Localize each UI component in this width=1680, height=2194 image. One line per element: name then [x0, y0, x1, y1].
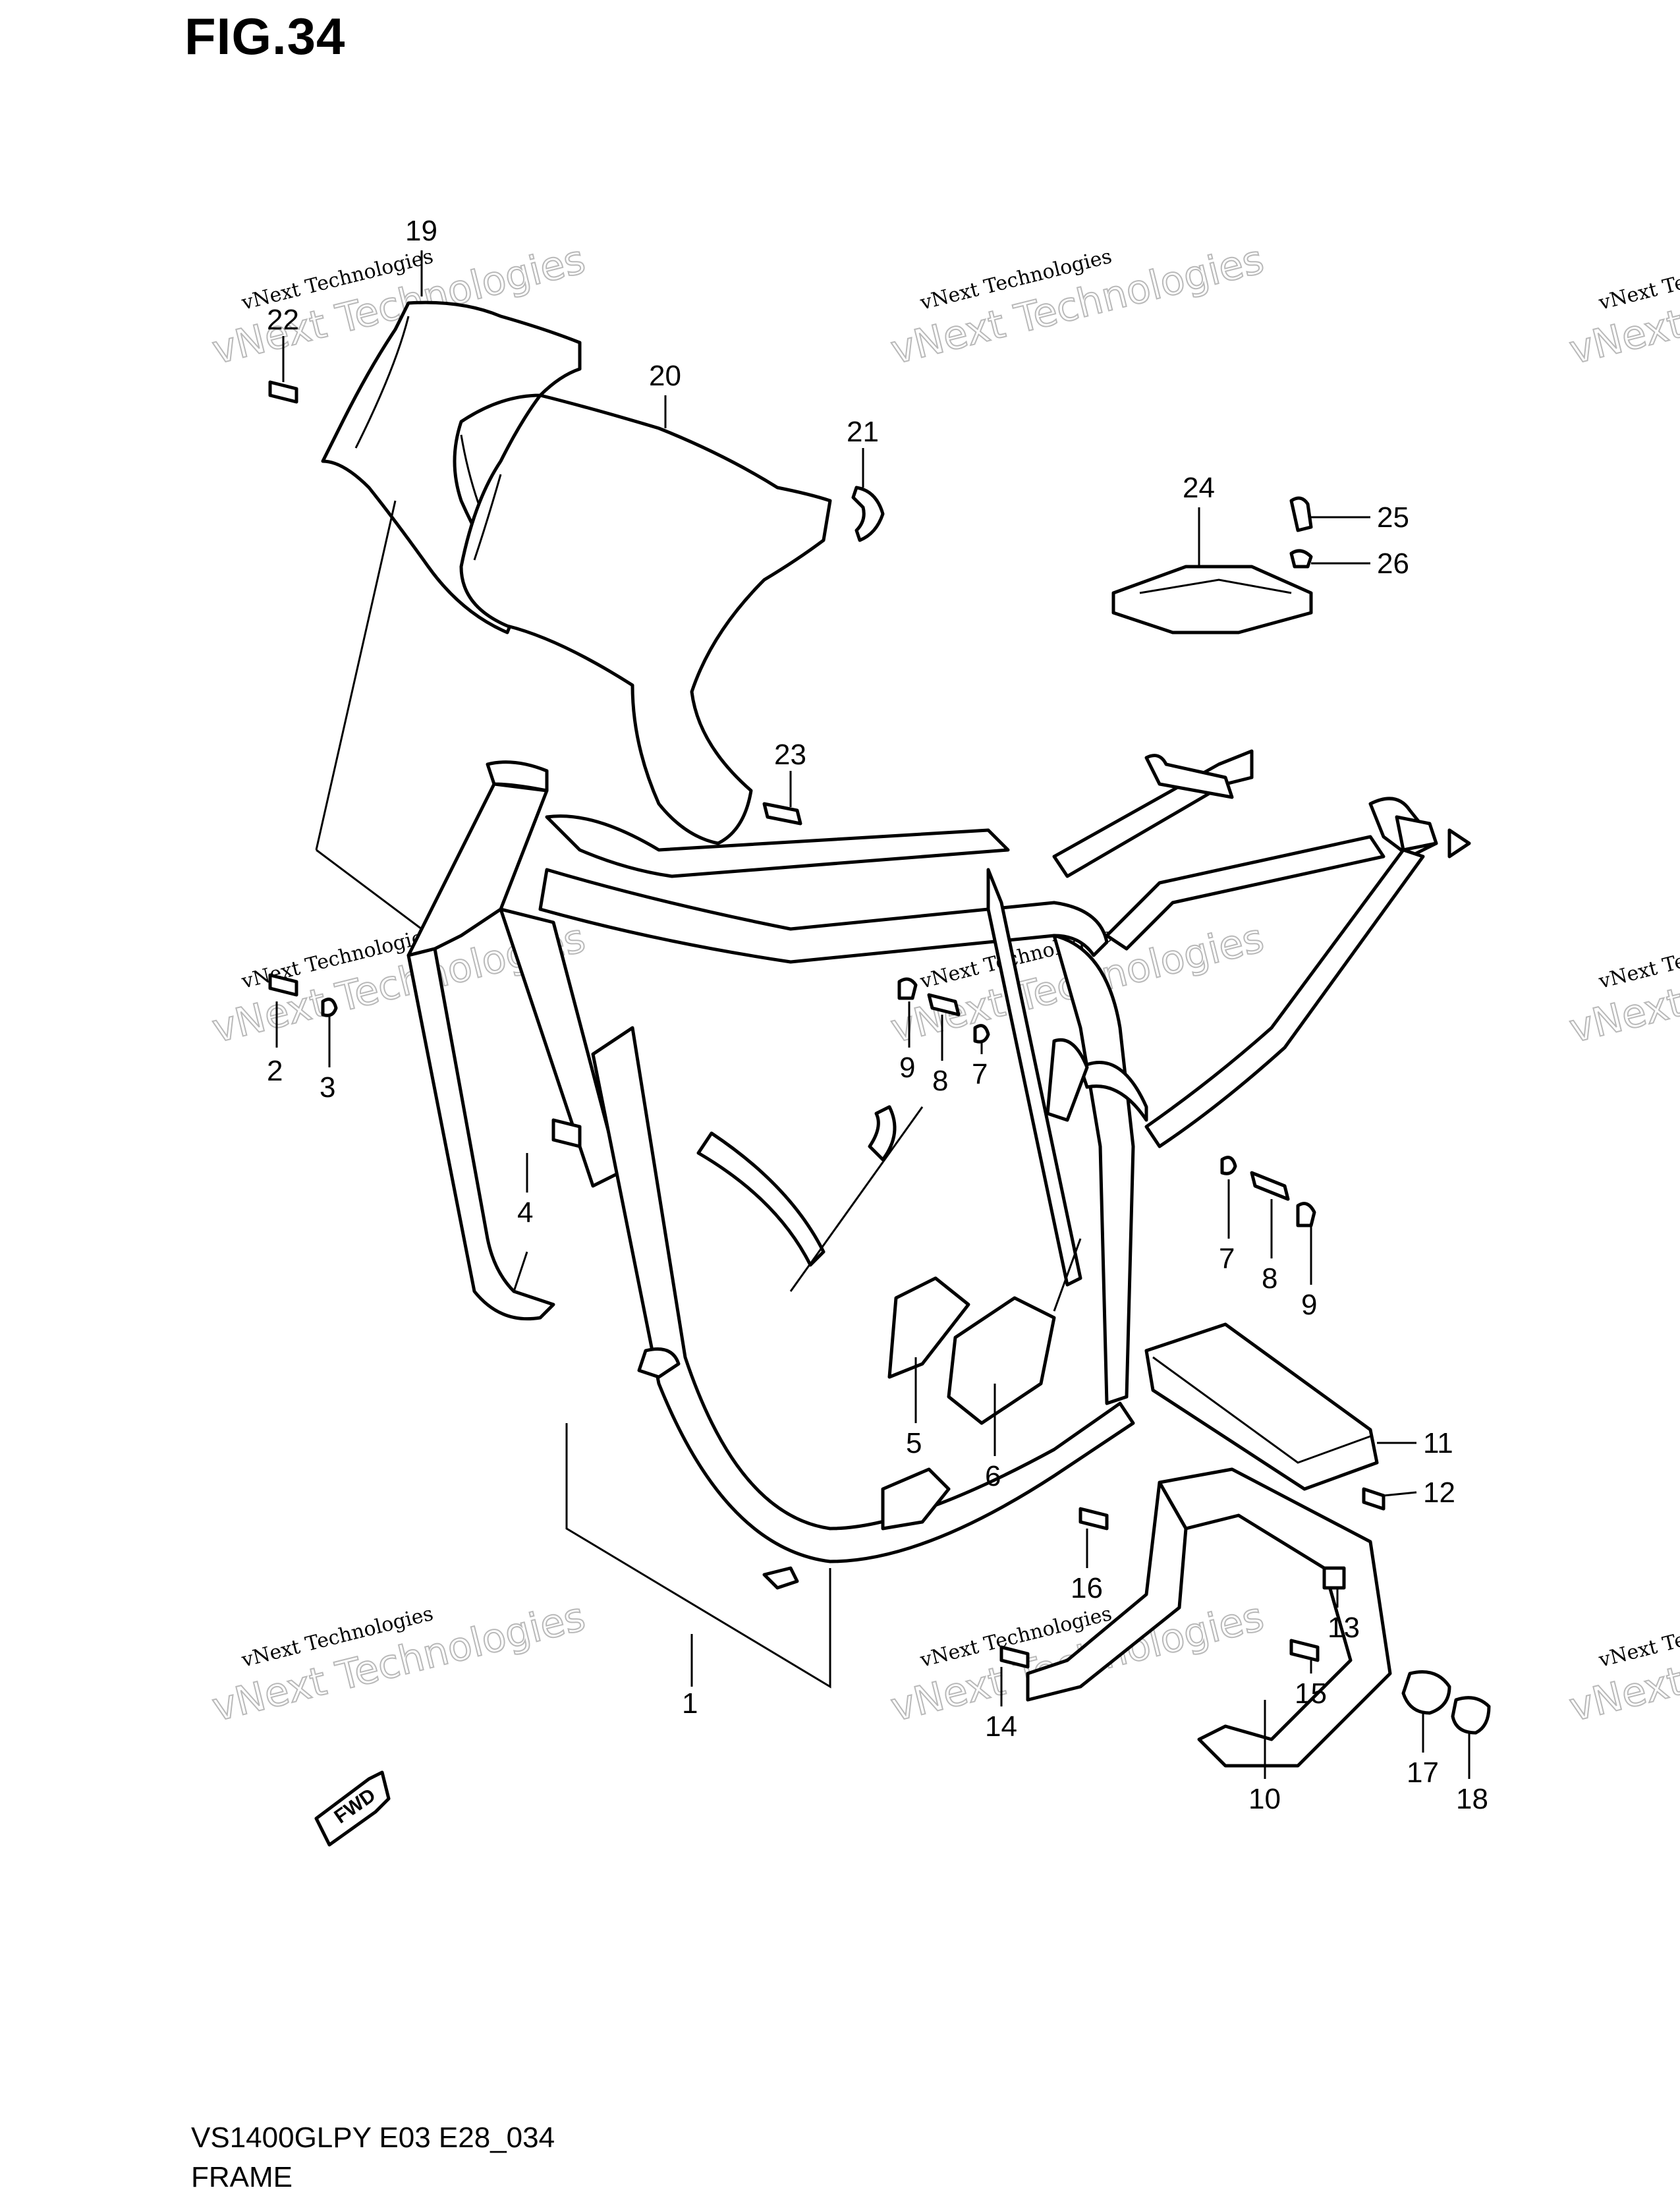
watermark-3: vNext Technologies vNext Technologies — [1564, 236, 1680, 374]
callout-25: 25 — [1377, 501, 1409, 534]
callout-21: 21 — [847, 416, 879, 448]
callout-7-left: 7 — [972, 1058, 988, 1090]
section-name: FRAME — [191, 2161, 293, 2193]
callout-20: 20 — [649, 360, 681, 392]
callout-labels: 1 2 3 4 5 6 7 8 9 7 8 9 10 11 12 13 14 1… — [267, 215, 1488, 1815]
callout-6: 6 — [985, 1460, 1001, 1492]
washer-part-7-left — [973, 1024, 990, 1044]
callout-16: 16 — [1071, 1572, 1103, 1604]
leader-lines — [275, 250, 1470, 1779]
bolt-part-8-right — [1250, 1171, 1290, 1201]
callout-8-left: 8 — [932, 1065, 948, 1097]
screw-part-22 — [268, 380, 298, 404]
callout-8-right: 8 — [1262, 1262, 1277, 1295]
box-part-11 — [1144, 1322, 1379, 1491]
callout-2: 2 — [267, 1055, 283, 1087]
watermark-7: vNext Technologies vNext Technologies — [207, 1593, 590, 1731]
washer-part-3 — [321, 998, 338, 1017]
callout-19: 19 — [405, 215, 437, 247]
callout-1: 1 — [682, 1687, 698, 1720]
callout-9-right: 9 — [1301, 1289, 1317, 1321]
callout-26: 26 — [1377, 548, 1409, 580]
callout-15: 15 — [1295, 1677, 1327, 1710]
callout-24: 24 — [1183, 472, 1215, 504]
callout-4: 4 — [517, 1196, 533, 1229]
callout-18: 18 — [1456, 1783, 1488, 1815]
watermark-2: vNext Technologies vNext Technologies — [885, 236, 1269, 374]
callout-3: 3 — [320, 1071, 335, 1104]
nut-part-9-right — [1296, 1202, 1316, 1227]
callout-14: 14 — [985, 1710, 1017, 1743]
callout-10: 10 — [1248, 1783, 1281, 1815]
fwd-arrow: FWD — [314, 1770, 391, 1847]
bolt-part-14 — [999, 1645, 1030, 1669]
nut-part-26 — [1289, 549, 1313, 569]
grommet-part-17 — [1401, 1670, 1451, 1715]
callout-5: 5 — [906, 1427, 922, 1459]
callout-12: 12 — [1423, 1477, 1455, 1509]
figure-title: FIG.34 — [184, 7, 346, 65]
nut-part-9-left — [897, 977, 918, 1000]
washer-part-7-right — [1220, 1156, 1237, 1175]
bolt-part-12 — [1362, 1487, 1386, 1511]
head-cover-inner-part-20 — [459, 393, 832, 845]
callout-11: 11 — [1423, 1427, 1453, 1459]
nut-part-13 — [1322, 1566, 1346, 1590]
bracket-part-10 — [1026, 1467, 1392, 1768]
model-code: VS1400GLPY E03 E28_034 — [191, 2122, 555, 2154]
watermark-9: vNext Technologies vNext Technologies — [1564, 1593, 1680, 1731]
bolt-part-16 — [1078, 1507, 1109, 1531]
screw-part-25 — [1289, 496, 1313, 532]
callout-7-right: 7 — [1219, 1243, 1235, 1275]
clip-part-21 — [851, 486, 885, 542]
bolt-part-2 — [268, 973, 298, 997]
callout-22: 22 — [267, 304, 299, 336]
callout-17: 17 — [1407, 1757, 1439, 1789]
bracket-part-24 — [1111, 565, 1313, 634]
bolt-part-23 — [762, 802, 802, 826]
callout-9-left: 9 — [899, 1052, 915, 1084]
bolt-part-15 — [1289, 1639, 1320, 1662]
main-frame-part-1 — [315, 500, 1471, 1689]
bolt-part-8-left — [927, 993, 961, 1017]
collar-part-18 — [1451, 1696, 1491, 1735]
watermark-6: vNext Technologies vNext Technologies — [1564, 914, 1680, 1053]
callout-23: 23 — [774, 739, 806, 771]
bolt-part-4 — [551, 1118, 582, 1148]
callout-13: 13 — [1328, 1612, 1360, 1644]
